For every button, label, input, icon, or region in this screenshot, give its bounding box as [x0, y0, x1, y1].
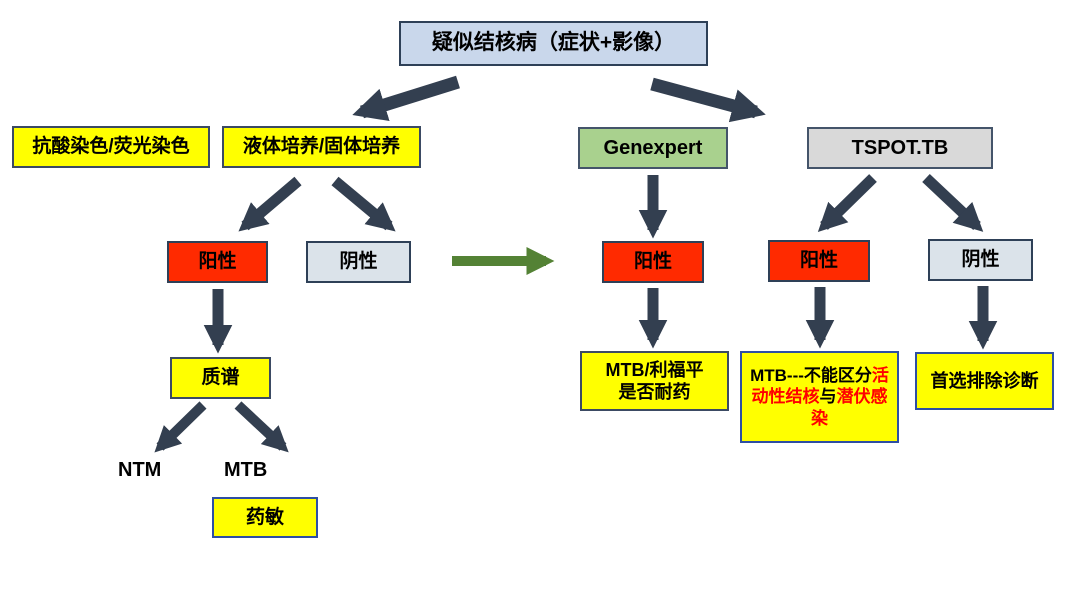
node-tspot-positive: 阳性: [768, 240, 870, 282]
ntm-label: NTM: [118, 459, 162, 481]
node-genexpert-positive-label: 阳性: [633, 251, 672, 273]
node-culture-positive-label: 阳性: [198, 251, 237, 273]
arrow-mass-spec-to-mtb: [234, 401, 289, 453]
node-mass-spec: 质谱: [170, 357, 271, 399]
node-suspected-tb: 疑似结核病（症状+影像）: [399, 21, 708, 66]
node-culture-label: 液体培养/固体培养: [242, 136, 401, 158]
node-culture-negative-label: 阴性: [339, 251, 378, 273]
arrow-mass-spec-to-ntm: [154, 401, 207, 453]
node-tspot-positive-label: 阳性: [799, 250, 838, 272]
node-genexpert: Genexpert: [578, 127, 728, 169]
node-rifampin-resistance: MTB/利福平 是否耐药: [580, 351, 729, 411]
arrow-suspected-to-tspot: [650, 77, 766, 123]
node-drug-sensitivity-label: 药敏: [245, 506, 284, 528]
node-drug-sensitivity: 药敏: [212, 497, 318, 538]
node-culture-positive: 阳性: [167, 241, 268, 283]
node-genexpert-label: Genexpert: [603, 136, 703, 159]
node-culture-negative: 阴性: [306, 241, 411, 283]
arrow-tspot-to-positive: [817, 174, 877, 233]
node-tspot-negative: 阴性: [928, 239, 1033, 281]
node-rule-out-label: 首选排除诊断: [930, 370, 1039, 391]
node-suspected-tb-label: 疑似结核病（症状+影像）: [431, 31, 676, 55]
node-rifampin-line2: 是否耐药: [618, 382, 691, 402]
node-tspot-tb-label: TSPOT.TB: [851, 136, 949, 159]
node-rule-out-diagnosis: 首选排除诊断: [915, 352, 1054, 410]
node-cannot-distinguish: MTB---不能区分活动性结核与潜伏感染: [740, 351, 899, 443]
arrow-tspot-to-negative: [922, 173, 984, 232]
node-tspot-negative-label: 阴性: [961, 249, 1000, 271]
node-rifampin-line1: MTB/利福平: [605, 359, 704, 380]
arrow-culture-to-negative: [331, 176, 396, 232]
node-acid-fast-stain: 抗酸染色/荧光染色: [12, 126, 210, 168]
node-mass-spec-label: 质谱: [201, 367, 240, 389]
node-genexpert-positive: 阳性: [602, 241, 704, 283]
node-tspot-tb: TSPOT.TB: [807, 127, 993, 169]
mtb-label: MTB: [224, 459, 268, 481]
arrow-culture-to-positive: [238, 176, 302, 232]
arrow-suspected-to-culture: [352, 75, 460, 122]
distinguish-text: MTB---不能区分活动性结核与潜伏感染: [750, 366, 889, 428]
node-culture: 液体培养/固体培养: [222, 126, 421, 168]
node-acid-fast-stain-label: 抗酸染色/荧光染色: [32, 136, 190, 158]
